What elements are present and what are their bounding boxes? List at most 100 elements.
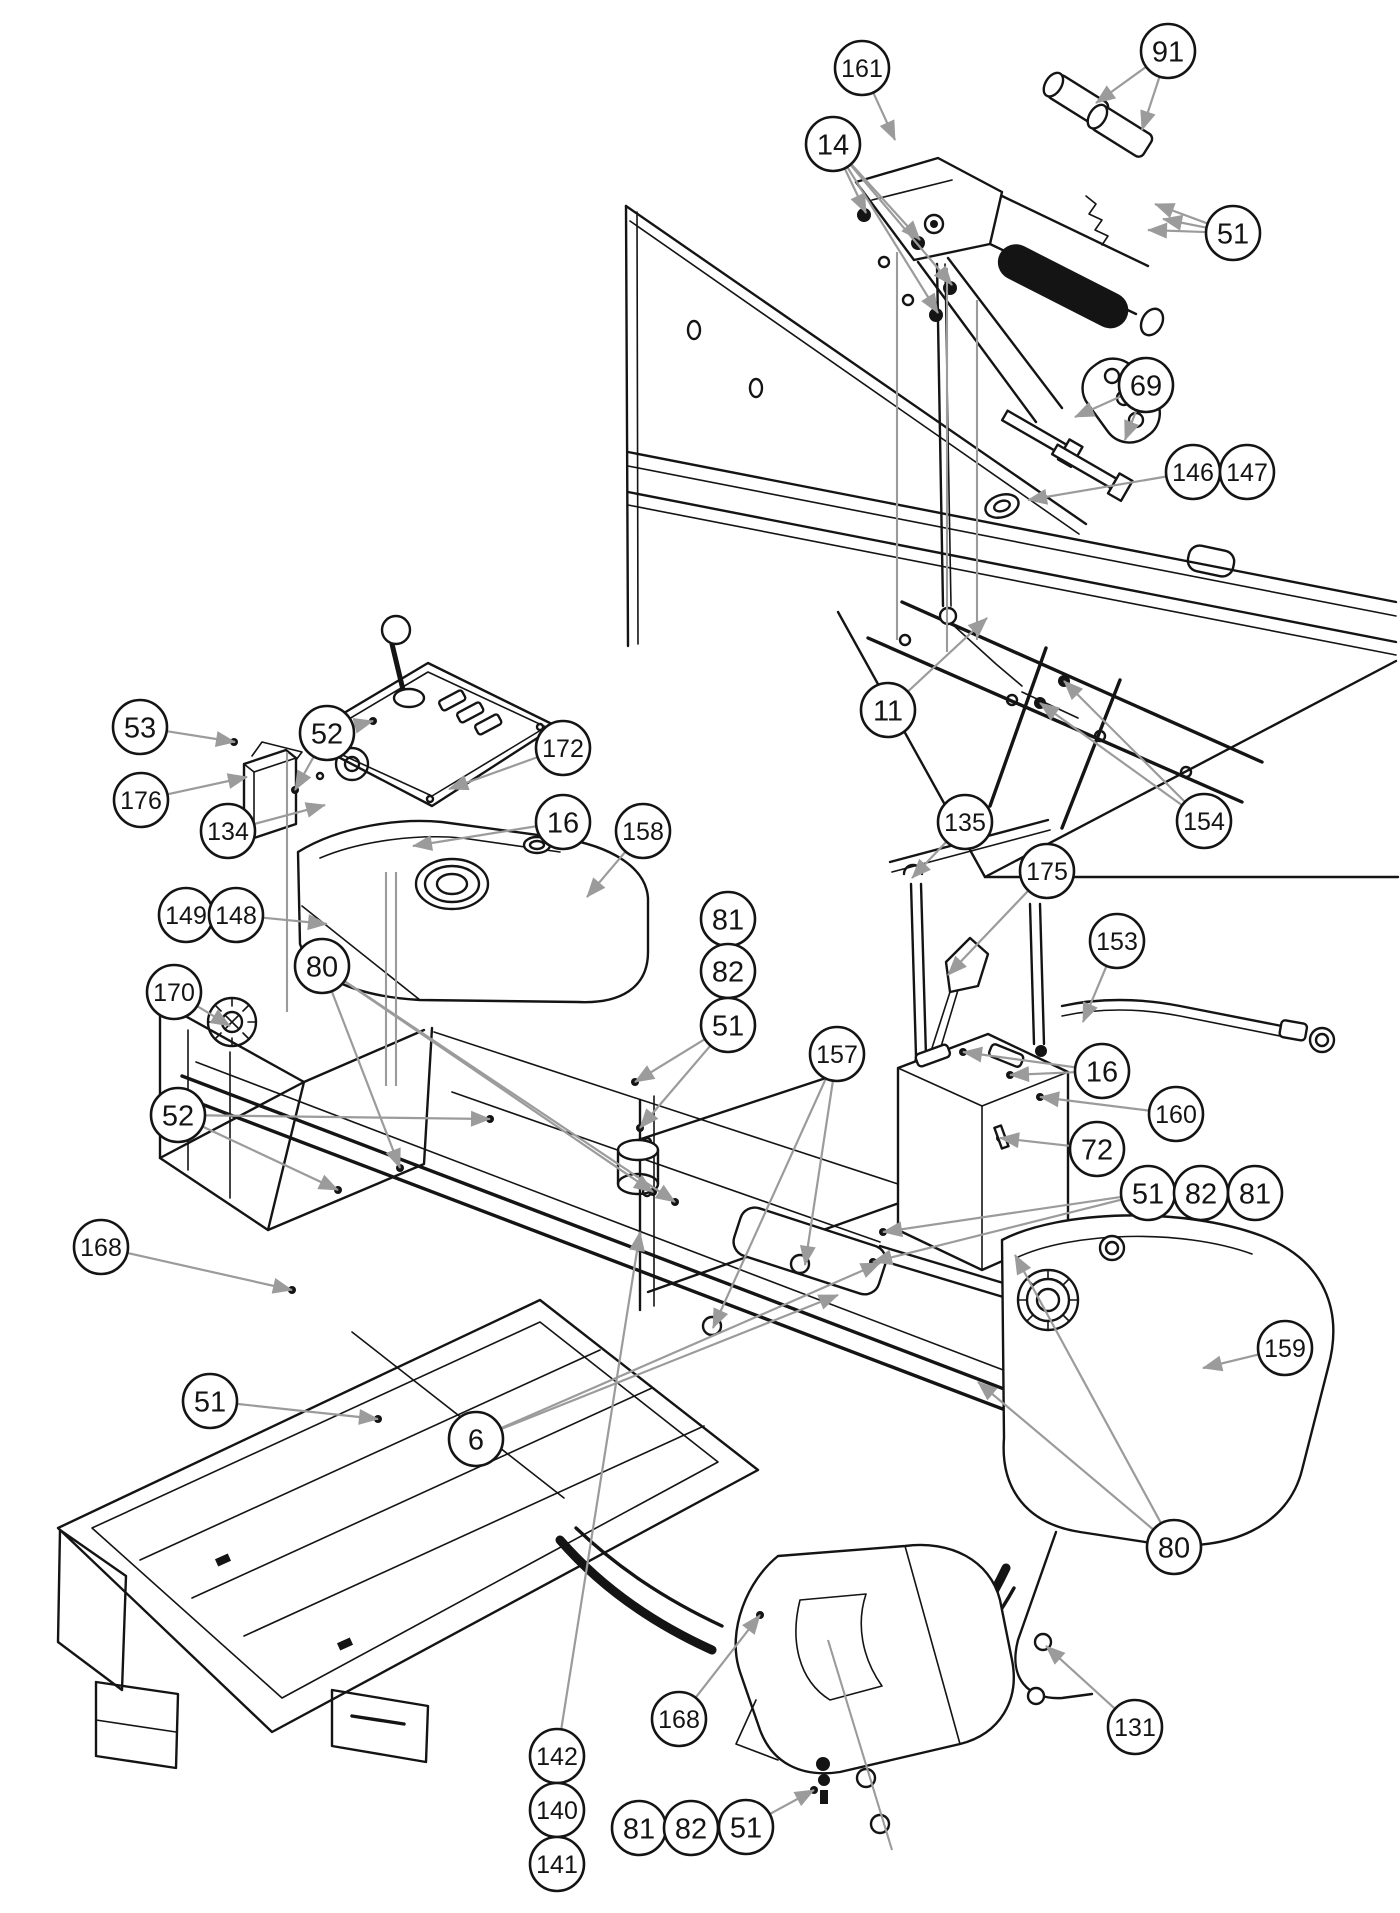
- leader-52-20: [201, 1125, 339, 1191]
- callout-circle: [534, 719, 592, 777]
- callout-circle: [72, 1218, 130, 1276]
- leader-170-19: [196, 1005, 231, 1027]
- leader-72-33: [999, 1132, 1071, 1149]
- leader-158-15: [586, 850, 627, 898]
- guide-line-6: [826, 1639, 894, 1851]
- callout-170-19: 170: [145, 963, 203, 1021]
- leader-51-34: [882, 1195, 1122, 1238]
- callout-number: 80: [1158, 1532, 1190, 1564]
- callout-number: 52: [162, 1100, 194, 1132]
- callout-81-36: 81: [1226, 1164, 1284, 1222]
- callout-number: 153: [1096, 928, 1138, 956]
- callout-14-2: 14: [804, 115, 862, 173]
- callout-146-5: 146: [1164, 443, 1222, 501]
- callout-80-38: 80: [1145, 1518, 1203, 1576]
- callout-circle: [1018, 842, 1076, 900]
- callout-circle: [936, 793, 994, 851]
- callout-number: 154: [1183, 808, 1225, 836]
- callout-circle: [1068, 1120, 1126, 1178]
- callout-circle: [199, 802, 257, 860]
- leader-154-8: [1063, 680, 1186, 803]
- leader-52-10: [294, 756, 315, 791]
- callout-number: 175: [1026, 858, 1068, 886]
- leader-6-23: [500, 1261, 881, 1430]
- leader-16-14: [412, 825, 537, 851]
- callout-number: 160: [1155, 1101, 1197, 1129]
- leader-168-40: [694, 1614, 761, 1699]
- callout-number: 81: [623, 1813, 655, 1845]
- callout-81-24: 81: [699, 890, 757, 948]
- callout-number: 81: [712, 904, 744, 936]
- callout-circle: [293, 937, 351, 995]
- callout-circle: [1106, 1698, 1164, 1756]
- callout-158-15: 158: [614, 802, 672, 860]
- leader-135-28: [911, 840, 948, 879]
- leader-168-21: [127, 1251, 293, 1294]
- callout-circle: [181, 1372, 239, 1430]
- callout-number: 52: [311, 718, 343, 750]
- machine-line-art: [56, 71, 1400, 1835]
- callout-number: 157: [816, 1041, 858, 1069]
- callout-159-37: 159: [1256, 1319, 1314, 1377]
- leader-159-37: [1202, 1353, 1260, 1372]
- callout-69-4: 69: [1117, 356, 1175, 414]
- leader-52-20: [204, 1110, 491, 1127]
- callout-154-8: 154: [1175, 792, 1233, 850]
- callout-number: 176: [120, 787, 162, 815]
- callout-134-12: 134: [199, 802, 257, 860]
- callout-161-0: 161: [833, 39, 891, 97]
- callout-52-10: 52: [298, 704, 356, 762]
- leader-51-26: [634, 1038, 706, 1083]
- callout-circle: [650, 1690, 708, 1748]
- leader-142-41: [560, 1231, 645, 1730]
- callout-circle: [1256, 1319, 1314, 1377]
- callout-number: 168: [80, 1234, 122, 1262]
- floor-pan: [56, 1298, 760, 1770]
- callout-circle: [145, 963, 203, 1021]
- callout-circle: [804, 115, 862, 173]
- leader-14-2: [846, 166, 939, 314]
- callout-11-7: 11: [859, 681, 917, 739]
- leader-157-27: [799, 1080, 835, 1266]
- leader-153-30: [1081, 965, 1108, 1023]
- callout-number: 172: [542, 735, 584, 763]
- callout-number: 148: [215, 902, 257, 930]
- leader-69-4: [1074, 395, 1122, 419]
- callout-number: 158: [622, 818, 664, 846]
- callout-circle: [1204, 204, 1262, 262]
- callout-number: 51: [712, 1010, 744, 1042]
- leader-134-12: [253, 802, 326, 826]
- callout-51-22: 51: [181, 1372, 239, 1430]
- callout-82-45: 82: [662, 1799, 720, 1857]
- callout-number: 51: [194, 1386, 226, 1418]
- callout-82-35: 82: [1172, 1164, 1230, 1222]
- leader-157-27: [711, 1078, 827, 1329]
- callout-91-1: 91: [1139, 22, 1197, 80]
- callout-6-23: 6: [447, 1410, 505, 1468]
- callout-number: 51: [730, 1812, 762, 1844]
- leader-6-23: [500, 1293, 839, 1431]
- leader-161-0: [872, 92, 896, 141]
- callout-circle: [111, 698, 169, 756]
- callout-175-29: 175: [1018, 842, 1076, 900]
- callout-141-43: 141: [528, 1835, 586, 1893]
- callout-number: 91: [1152, 36, 1184, 68]
- callout-51-46: 51: [717, 1798, 775, 1856]
- leader-91-1: [1095, 65, 1147, 104]
- callout-51-26: 51: [699, 996, 757, 1054]
- callout-circle: [1088, 912, 1146, 970]
- callout-circle: [859, 681, 917, 739]
- callout-circle: [808, 1025, 866, 1083]
- leader-53-9: [166, 730, 236, 747]
- callout-number: 6: [468, 1424, 484, 1456]
- leader-51-34: [872, 1198, 1123, 1266]
- leader-160-32: [1039, 1091, 1150, 1112]
- callout-142-41: 142: [528, 1727, 586, 1785]
- callout-148-17: 148: [207, 886, 265, 944]
- leader-51-26: [639, 1044, 712, 1129]
- callout-number: 140: [536, 1797, 578, 1825]
- callout-number: 81: [1239, 1178, 1271, 1210]
- callout-51-34: 51: [1119, 1164, 1177, 1222]
- callout-circle: [717, 1798, 775, 1856]
- callout-number: 159: [1264, 1335, 1306, 1363]
